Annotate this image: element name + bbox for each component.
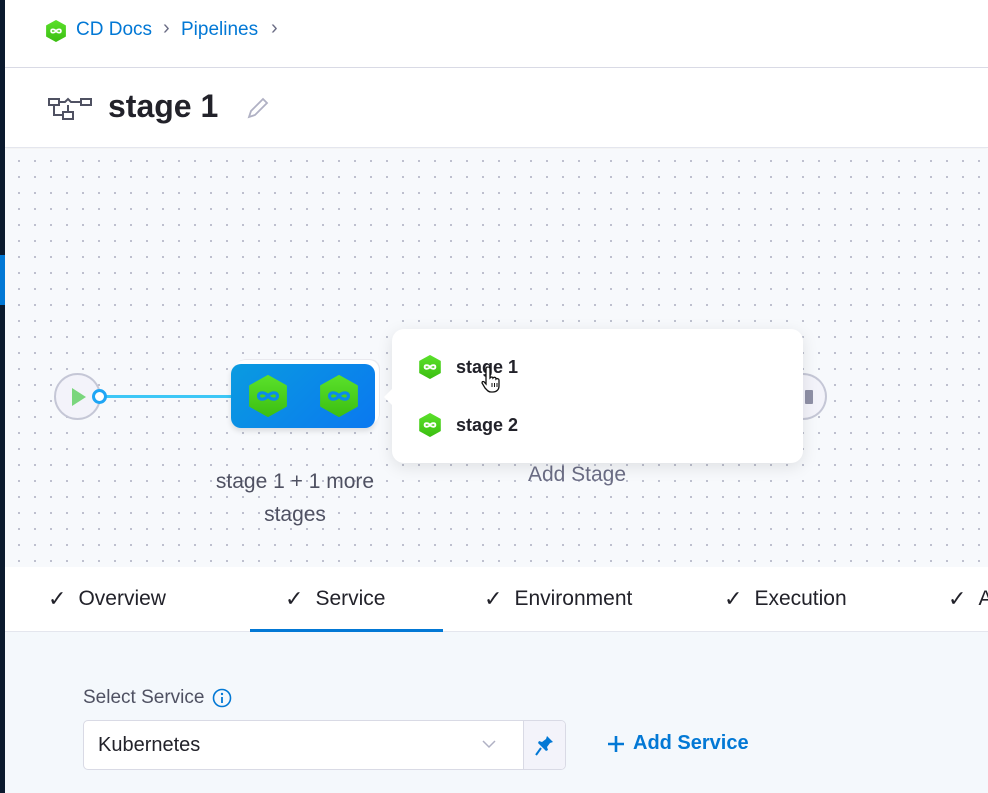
tab-overview[interactable]: ✓ Overview — [48, 586, 166, 612]
popover-item-stage-2[interactable]: stage 2 — [418, 413, 518, 437]
page-title: stage 1 — [108, 88, 219, 124]
tab-label: Service — [315, 587, 386, 610]
pipeline-stage-icon — [48, 97, 92, 120]
connector-port[interactable] — [92, 389, 107, 404]
stop-icon — [805, 390, 813, 404]
pipeline-canvas[interactable]: stage 1 + 1 more stages Add Stage stage … — [5, 149, 988, 567]
edit-pencil-icon[interactable] — [245, 95, 271, 121]
grouped-stage-node[interactable] — [231, 364, 375, 428]
title-row: stage 1 — [5, 69, 988, 148]
tab-service[interactable]: ✓ Service — [285, 586, 385, 612]
check-icon: ✓ — [948, 586, 967, 611]
check-icon: ✓ — [48, 586, 67, 611]
tab-label: Environment — [514, 587, 633, 610]
stage-list-popover: stage 1 stage 2 — [384, 329, 803, 463]
cd-stage-icon — [418, 413, 442, 437]
stage-node-label-line2: stages — [264, 503, 326, 526]
app-nav-strip — [0, 0, 5, 793]
pin-icon — [534, 736, 553, 756]
plus-icon — [608, 735, 624, 752]
nav-active-indicator — [0, 255, 5, 305]
tab-advanced[interactable]: ✓A — [948, 586, 988, 612]
chevron-down-icon[interactable] — [482, 739, 496, 749]
tab-environment[interactable]: ✓ Environment — [484, 586, 632, 612]
connector-line — [105, 395, 232, 398]
stage-node-label: stage 1 + 1 more stages — [185, 465, 405, 531]
check-icon: ✓ — [724, 586, 743, 611]
add-service-button[interactable]: Add Service — [607, 732, 749, 755]
add-service-label: Add Service — [633, 732, 749, 754]
select-service-label: Select Service — [83, 687, 232, 709]
service-select[interactable]: Kubernetes — [83, 720, 566, 770]
hand-cursor-icon — [481, 366, 500, 393]
check-icon: ✓ — [484, 586, 503, 611]
tab-label: Overview — [78, 587, 166, 610]
popover-item-label: stage 2 — [456, 414, 519, 435]
chevron-right-icon: › — [163, 17, 170, 39]
chevron-right-icon: › — [271, 17, 278, 39]
tab-execution[interactable]: ✓ Execution — [724, 586, 847, 612]
info-icon[interactable] — [212, 688, 232, 708]
cd-stage-icon — [247, 375, 289, 417]
cd-stage-icon — [418, 355, 442, 379]
stage-node-label-line1: stage 1 + 1 more — [215, 470, 375, 493]
service-panel: Select Service Kubernetes Add Service — [5, 632, 988, 793]
tab-label: A — [978, 587, 988, 610]
service-select-value: Kubernetes — [98, 734, 201, 756]
active-tab-indicator — [250, 629, 443, 632]
breadcrumb-pipelines[interactable]: Pipelines — [181, 19, 259, 40]
cd-stage-icon — [318, 375, 360, 417]
pin-button[interactable] — [523, 721, 565, 769]
select-service-label-text: Select Service — [83, 687, 205, 708]
add-stage-label[interactable]: Add Stage — [527, 463, 627, 486]
cd-module-icon — [45, 20, 67, 42]
header: CD Docs › Pipelines › — [5, 0, 988, 68]
play-icon — [72, 388, 86, 406]
tab-label: Execution — [754, 587, 847, 610]
breadcrumb-cd-docs[interactable]: CD Docs — [76, 19, 153, 40]
stage-tabs: ✓ Overview ✓ Service ✓ Environment ✓ Executi… — [5, 567, 988, 632]
check-icon: ✓ — [285, 586, 304, 611]
